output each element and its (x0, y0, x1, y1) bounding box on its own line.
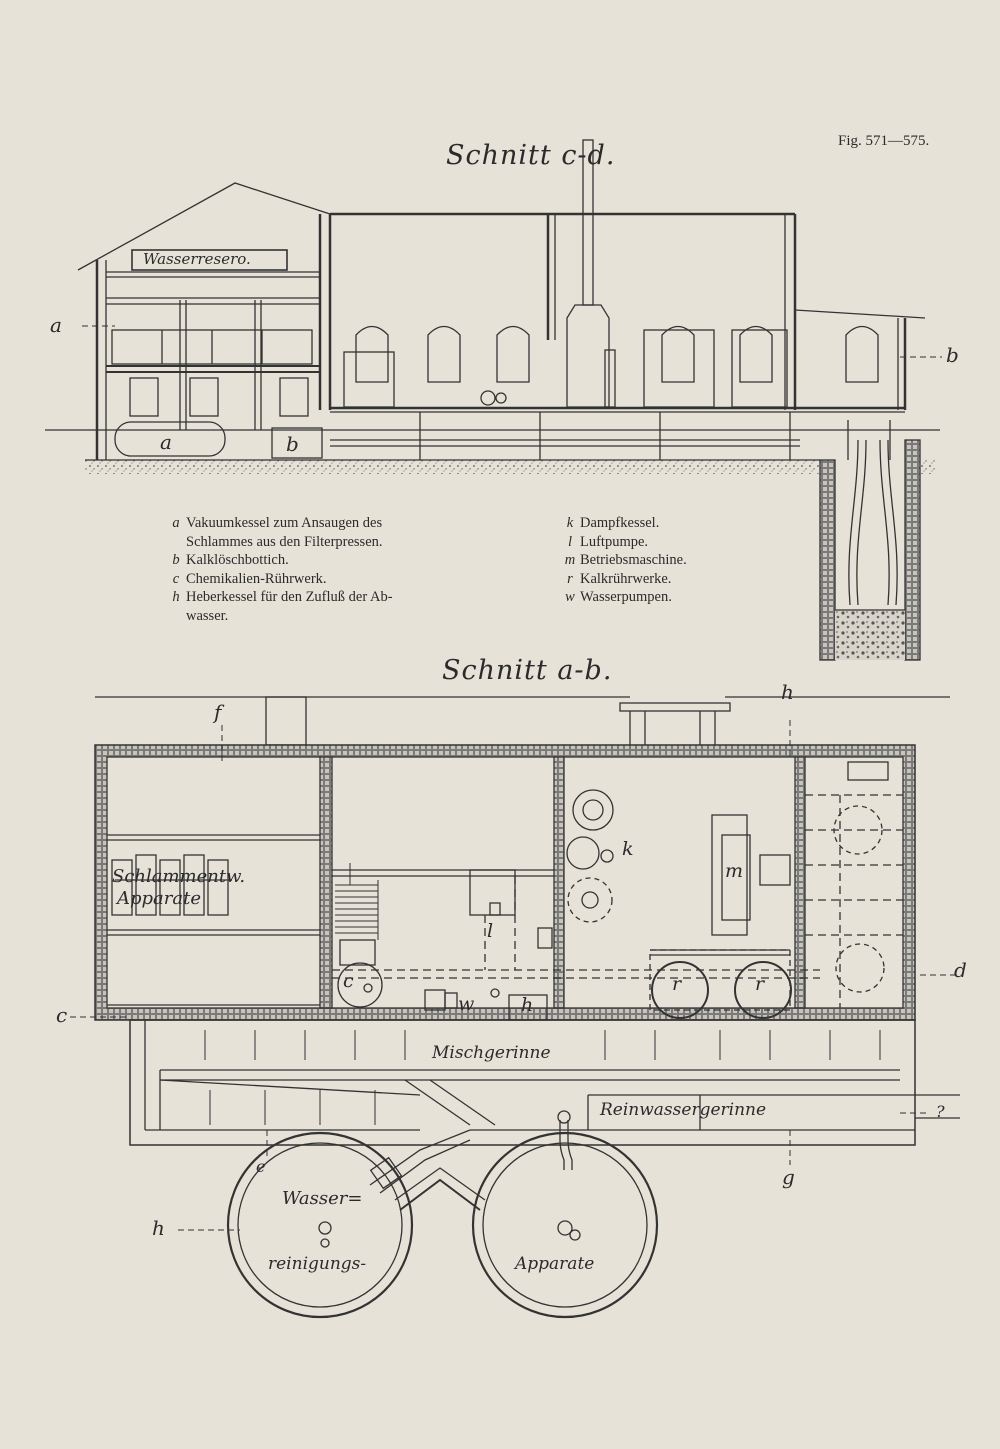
mixer-c-label: c (343, 970, 354, 992)
legend-item-h-continued: wasser. (186, 607, 229, 624)
section-marker-h-top: h (781, 680, 794, 704)
sludge-apparatus-label: Schlammentw. Apparate (112, 866, 246, 909)
section-marker-g: g (782, 1165, 795, 1189)
purification-tank-label-1: Wasser= (282, 1188, 363, 1209)
lime-mixer-2-label: r (755, 973, 765, 995)
siphon-tank-label: h (521, 994, 534, 1016)
reservoir-label: Wasserresero. (143, 250, 251, 268)
purification-tank-label-2: reinigungs- (268, 1254, 367, 1274)
section-marker-f: f (214, 700, 222, 724)
clean-water-channel-label: Reinwassergerinne (600, 1100, 767, 1120)
section-marker-e: e (256, 1157, 266, 1176)
steam-boiler-label: k (622, 838, 634, 860)
section-marker-c: c (56, 1003, 68, 1027)
mixing-channel-label: Mischgerinne (432, 1043, 551, 1063)
water-pumps-label: w (458, 993, 475, 1015)
lime-vat-mark: b (286, 432, 299, 456)
legend-item-a-continued: Schlammes aus den Filterpressen. (186, 533, 383, 550)
lime-mixer-1-label: r (672, 973, 682, 995)
section-marker-a: a (50, 313, 62, 337)
air-pump-label: l (487, 920, 494, 942)
section-marker-right: ? (936, 1102, 945, 1121)
section-cd-title: Schnitt c-d. (446, 140, 616, 171)
section-cd-drawing (45, 139, 940, 661)
section-ab-drawing (70, 325, 960, 1319)
section-ab-title: Schnitt a-b. (442, 655, 613, 686)
figure-reference: Fig. 571—575. (838, 133, 930, 149)
section-marker-b: b (946, 343, 959, 367)
section-marker-h-left: h (152, 1216, 165, 1240)
vacuum-tank-mark: a (160, 430, 172, 454)
engine-label: m (725, 860, 744, 882)
section-marker-d: d (954, 958, 967, 982)
apparatus-tank-label: Apparate (515, 1254, 595, 1274)
